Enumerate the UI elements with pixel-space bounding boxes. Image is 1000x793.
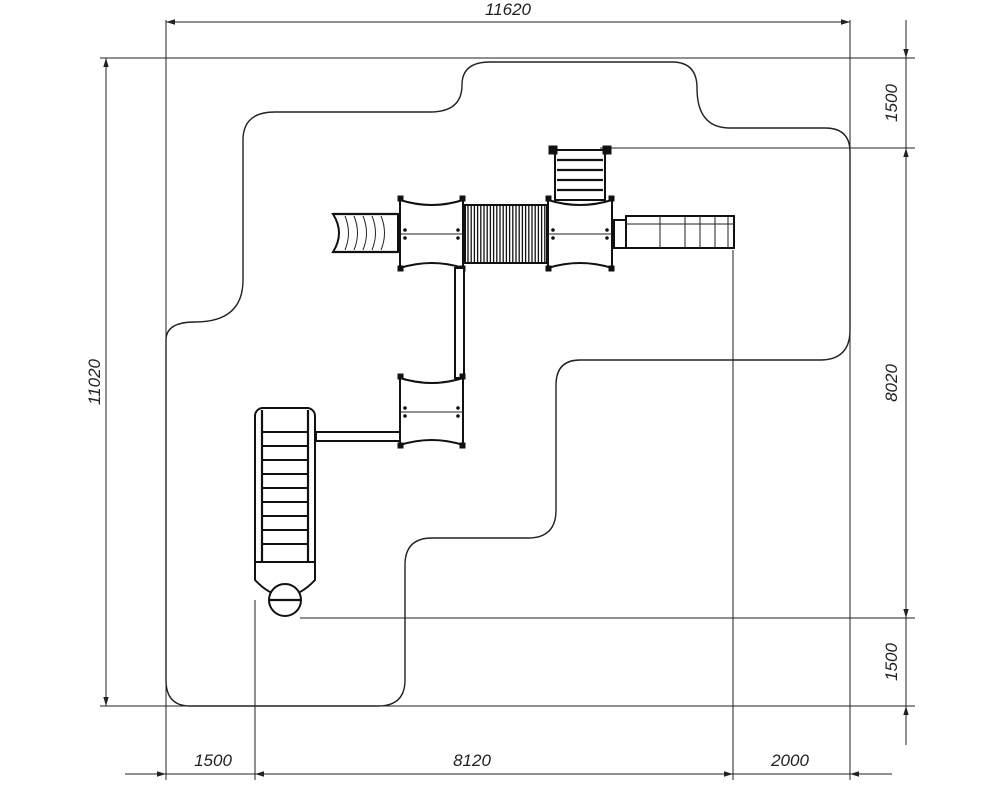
- playground-equipment: [254, 145, 735, 617]
- dim-left-height: 11020: [85, 358, 104, 405]
- dimension-lines: [103, 19, 909, 777]
- safety-zone-outline: [165, 61, 851, 707]
- vertical-rail: [454, 267, 465, 379]
- horizontal-rail: [315, 431, 401, 442]
- dim-top-width: 11620: [485, 0, 532, 19]
- ladder-top: [548, 145, 612, 201]
- dim-bottom-middle: 8120: [453, 751, 491, 770]
- dim-bottom-right: 2000: [770, 751, 809, 770]
- site-boundary: [100, 20, 915, 780]
- tower-right: [545, 195, 615, 272]
- dim-right-middle: 8020: [882, 364, 901, 402]
- dim-right-bottom: 1500: [882, 643, 901, 681]
- extension-lines: [254, 147, 915, 780]
- tower-left: [397, 195, 466, 272]
- long-slide-lower-left: [254, 407, 316, 617]
- bridge-hatched: [464, 204, 548, 264]
- dim-bottom-left: 1500: [194, 751, 232, 770]
- dim-right-top: 1500: [882, 84, 901, 122]
- curved-slide-left: [331, 212, 399, 254]
- straight-slide-right: [613, 215, 735, 249]
- tower-lower: [397, 373, 466, 449]
